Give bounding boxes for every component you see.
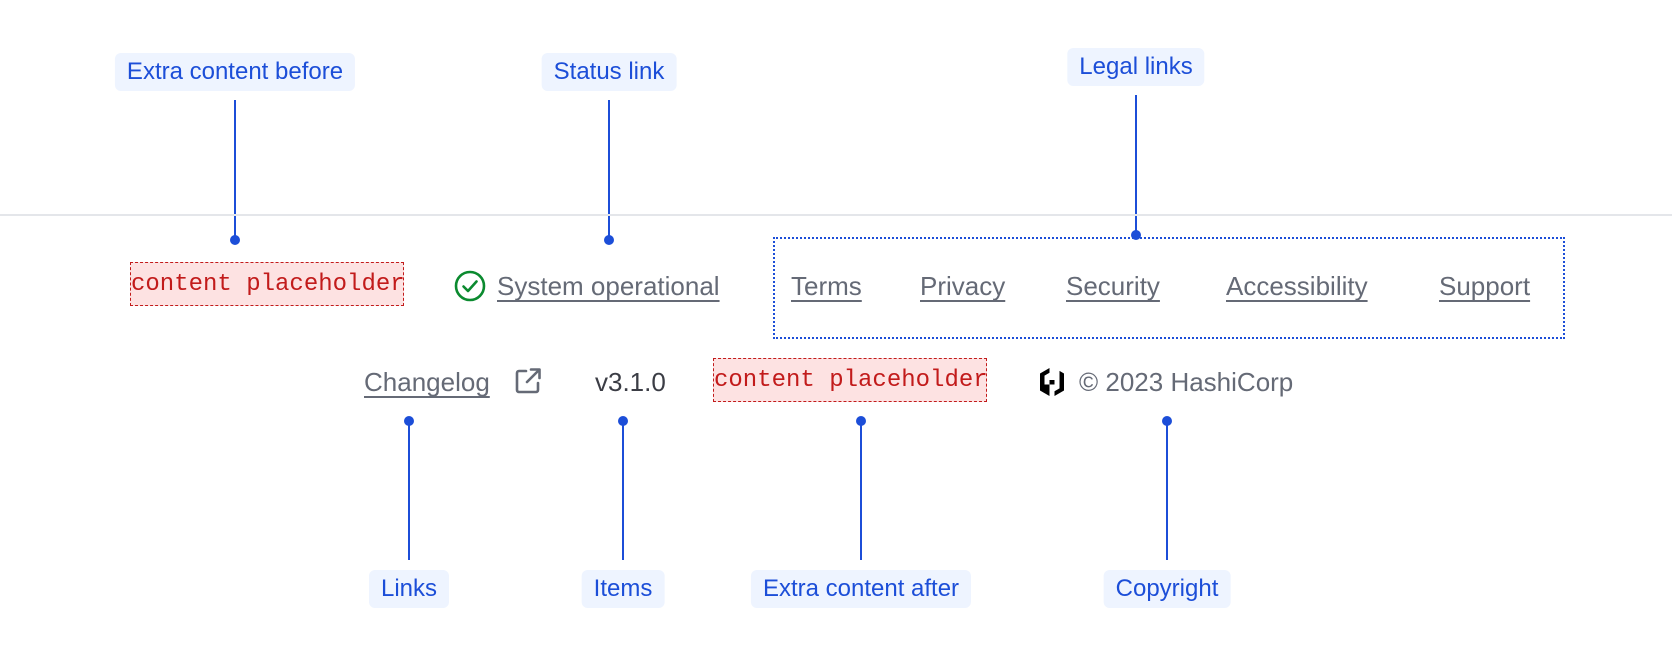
callout-extra-content-before: Extra content before xyxy=(114,53,356,91)
connector-extra-content-before xyxy=(234,100,236,240)
callout-status-link: Status link xyxy=(541,53,677,91)
connector-items xyxy=(622,421,624,560)
callout-extra-content-after: Extra content after xyxy=(750,570,972,608)
callout-legal-links: Legal links xyxy=(1067,48,1205,86)
status-link[interactable]: System operational xyxy=(497,271,720,301)
hashicorp-logo xyxy=(1037,366,1067,398)
connector-extra-content-after xyxy=(860,421,862,560)
connector-status-link xyxy=(608,100,610,240)
legal-link-security[interactable]: Security xyxy=(1066,271,1160,301)
legal-links-box xyxy=(773,237,1565,339)
legal-link-terms[interactable]: Terms xyxy=(791,271,862,301)
extra-content-before-placeholder: content placeholder xyxy=(130,262,405,306)
connector-legal-links xyxy=(1135,95,1137,235)
callout-items: Items xyxy=(581,570,665,608)
connector-dot-legal-links xyxy=(1131,230,1141,240)
footer-divider xyxy=(0,214,1672,216)
check-circle-icon xyxy=(454,270,486,302)
connector-dot-status-link xyxy=(604,235,614,245)
version-item: v3.1.0 xyxy=(595,367,666,397)
copyright-text: © 2023 HashiCorp xyxy=(1079,367,1294,397)
callout-copyright: Copyright xyxy=(1103,570,1231,608)
legal-link-support[interactable]: Support xyxy=(1439,271,1531,301)
changelog-link[interactable]: Changelog xyxy=(364,367,490,397)
external-link-icon[interactable] xyxy=(513,366,543,396)
callout-links: Links xyxy=(368,570,450,608)
connector-links xyxy=(408,421,410,560)
legal-link-privacy[interactable]: Privacy xyxy=(920,271,1006,301)
legal-link-accessibility[interactable]: Accessibility xyxy=(1226,271,1368,301)
connector-copyright xyxy=(1166,421,1168,560)
extra-content-after-placeholder: content placeholder xyxy=(713,358,988,402)
connector-dot-extra-content-before xyxy=(230,235,240,245)
